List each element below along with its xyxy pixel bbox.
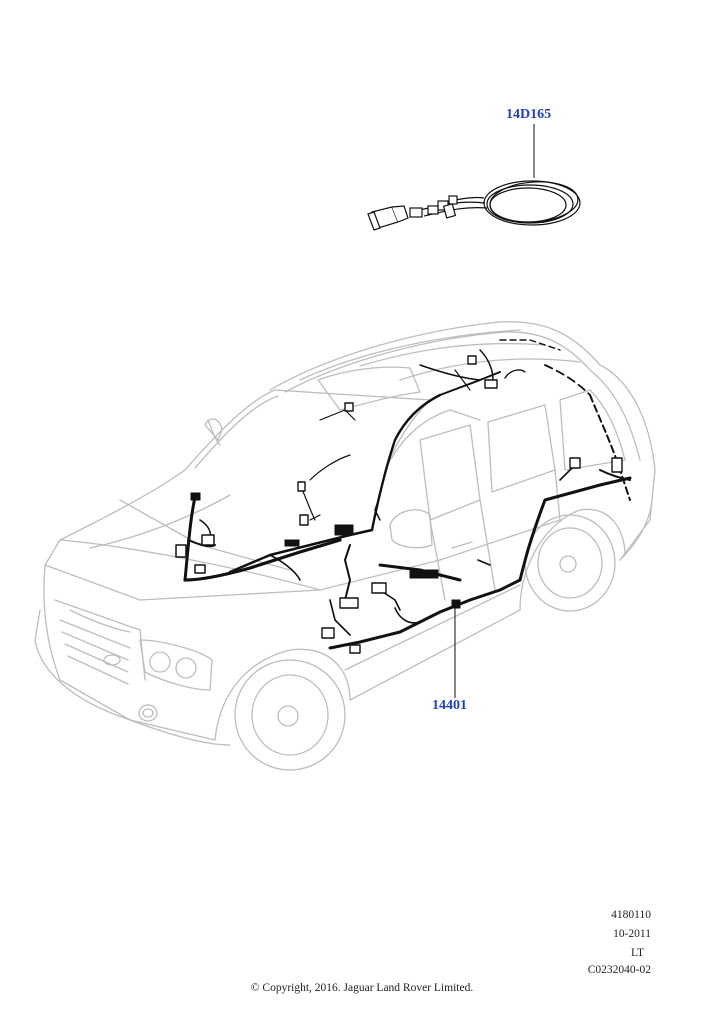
illustration-number: 4180110 (611, 909, 651, 921)
vehicle-outline (34, 321, 656, 771)
illustration-date: 10-2011 (613, 928, 651, 940)
part-label-14D165: 14D165 (506, 107, 552, 122)
copyright-notice: © Copyright, 2016. Jaguar Land Rover Lim… (250, 982, 474, 994)
variant-code: LT (631, 947, 644, 959)
part-label-14401: 14401 (432, 698, 467, 713)
catalogue-code: C0232040-02 (587, 964, 651, 976)
harness-14D165 (367, 180, 581, 231)
harness-14401 (175, 339, 632, 654)
